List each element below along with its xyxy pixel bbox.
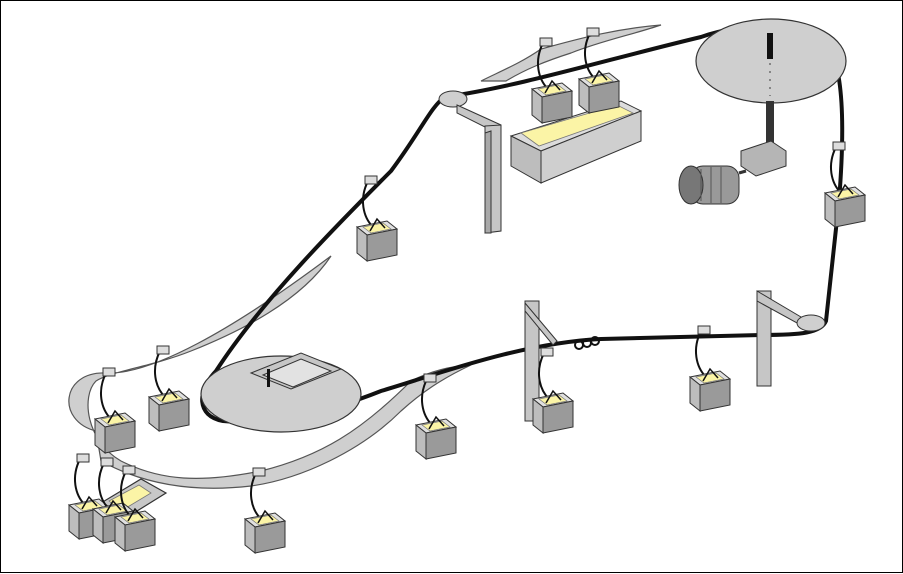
bucket (824, 141, 866, 228)
return-wheel-icon (200, 352, 362, 433)
drive-wheel-icon (695, 18, 847, 151)
guide-track (68, 255, 472, 489)
motor-icon (678, 140, 787, 205)
bucket (356, 175, 398, 262)
loading-station-icon (509, 100, 643, 184)
support-tower-icon (756, 290, 826, 387)
guide-track-top (480, 24, 662, 82)
bucket (689, 325, 731, 412)
support-tower-icon (438, 90, 502, 234)
bucket (94, 367, 136, 454)
support-tower-icon (524, 300, 600, 422)
